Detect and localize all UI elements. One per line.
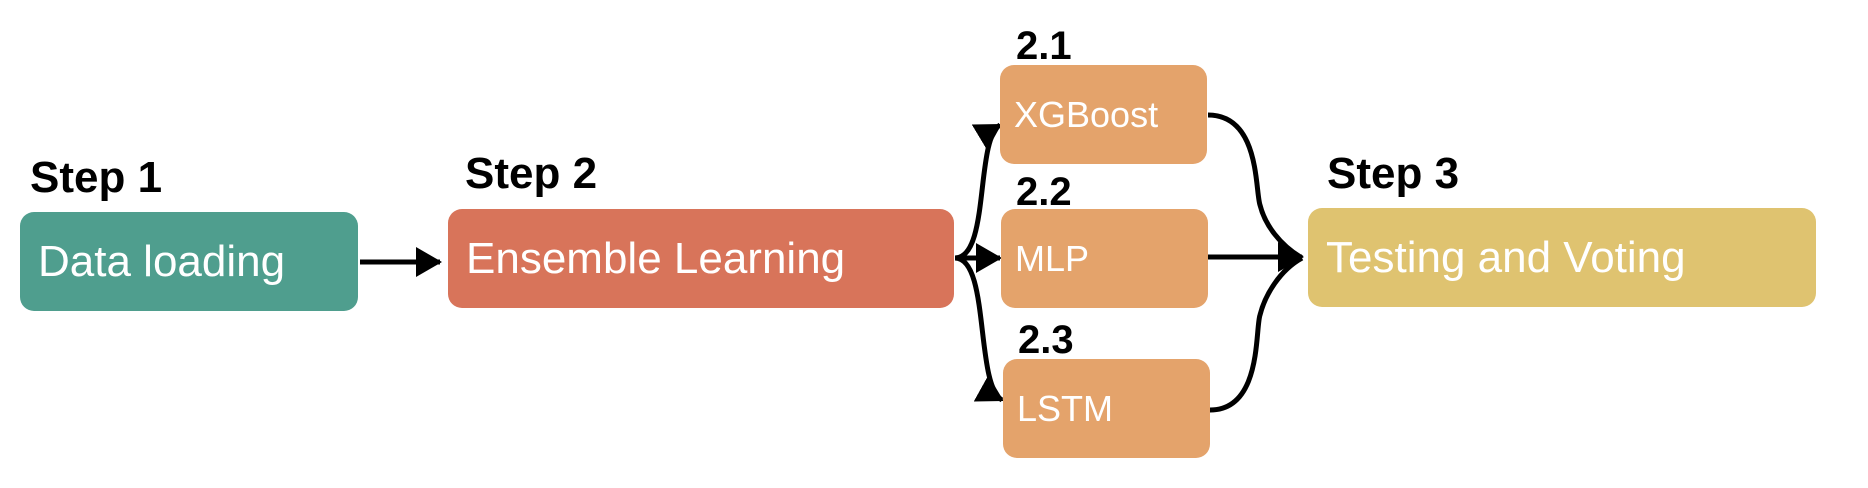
model-2-2-label: 2.2 [1016, 170, 1072, 214]
testing-and-voting-box: Testing and Voting [1308, 208, 1816, 307]
xgboost-box: XGBoost [1000, 65, 1207, 164]
arrow-step2-to-lstm [954, 255, 1004, 403]
arrow-lstm-to-step3 [1209, 255, 1304, 413]
ensemble-learning-text: Ensemble Learning [466, 233, 846, 283]
lstm-text: LSTM [1017, 387, 1114, 429]
arrow-step2-to-xgboost [954, 122, 1002, 261]
step-1-label: Step 1 [30, 153, 163, 202]
step-2-label: Step 2 [465, 149, 598, 198]
model-2-3-label: 2.3 [1018, 318, 1074, 362]
step-3-label: Step 3 [1327, 149, 1460, 198]
lstm-box: LSTM [1003, 359, 1210, 458]
data-loading-box: Data loading [20, 212, 358, 311]
testing-and-voting-text: Testing and Voting [1326, 232, 1686, 282]
model-2-1-label: 2.1 [1016, 24, 1072, 68]
arrow-xgboost-to-step3 [1207, 112, 1304, 261]
data-loading-text: Data loading [38, 236, 286, 286]
ensemble-learning-box: Ensemble Learning [448, 209, 954, 308]
mlp-text: MLP [1015, 237, 1090, 279]
xgboost-text: XGBoost [1014, 93, 1159, 135]
mlp-box: MLP [1001, 209, 1208, 308]
